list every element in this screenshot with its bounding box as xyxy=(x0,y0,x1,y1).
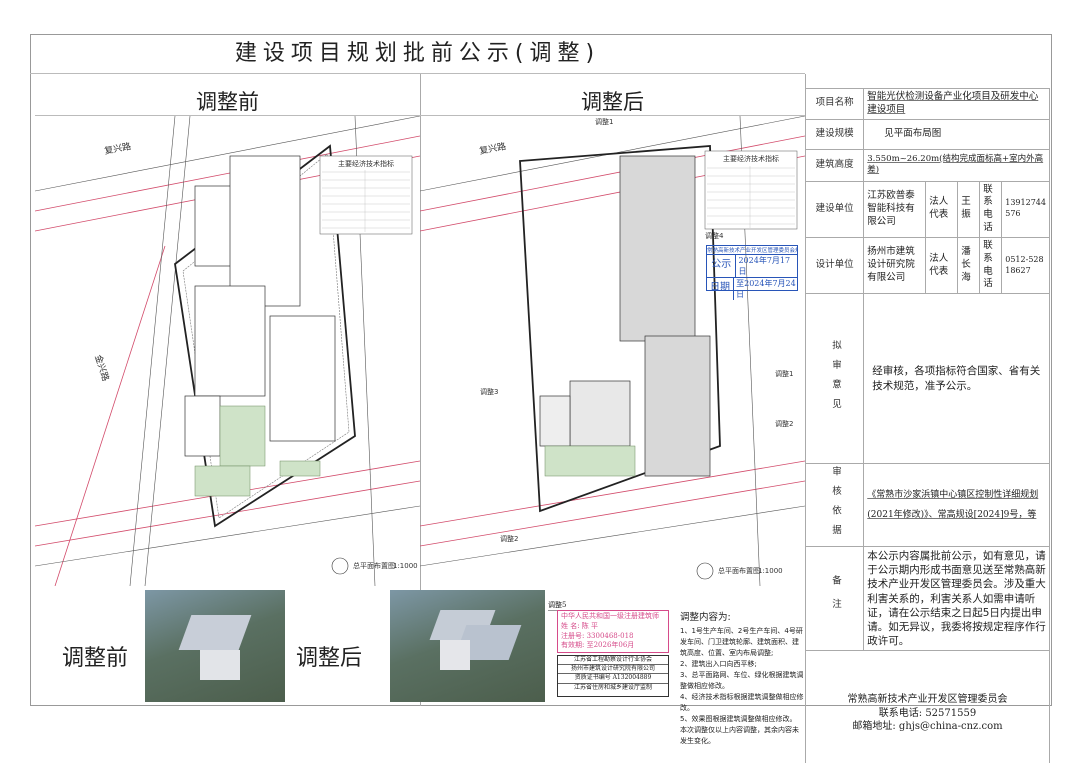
panel-before-heading: 调整前 xyxy=(35,88,420,116)
svg-text:1:1000: 1:1000 xyxy=(393,562,418,570)
architect-stamp-valid: 有效期: 至2026年06月 xyxy=(561,641,635,650)
footer-phone: 联系电话: 52571559 xyxy=(878,707,977,719)
building xyxy=(229,155,301,307)
building xyxy=(194,285,266,397)
svg-text:主要经济技术指标: 主要经济技术指标 xyxy=(338,159,394,168)
architect-stamp: 中华人民共和国一级注册建筑师 姓 名: 陈 平 注册号: 3300468-018… xyxy=(557,610,669,653)
svg-text:复兴路: 复兴路 xyxy=(478,140,507,157)
building xyxy=(539,395,571,447)
footer-email: 邮箱地址: ghjs@china-cnz.com xyxy=(852,721,1003,733)
panel-after-heading: 调整后 xyxy=(420,88,805,116)
project-info-table: 项目名称智能光伏检测设备产业化项目及研发中心建设项目 建设规模见平面布局图 建筑… xyxy=(804,88,1050,763)
site-plan-after: 主要经济技术指标 复兴路 调整1 调整4 调整3 调整1 调整2 调整2 总平面… xyxy=(420,116,805,586)
document-frame xyxy=(30,34,1052,706)
adjustment-notes: 调整内容为: 1、1号生产车间、2号生产车间、4号研发车间、门卫建筑轮廓、建筑面… xyxy=(680,612,804,745)
building xyxy=(644,335,711,477)
svg-text:调整3: 调整3 xyxy=(480,387,498,396)
building xyxy=(184,395,221,457)
rendering-before xyxy=(145,590,285,702)
svg-text:金兴路: 金兴路 xyxy=(92,353,112,382)
architect-stamp-title: 中华人民共和国一级注册建筑师 xyxy=(561,612,659,620)
north-arrow-icon xyxy=(331,557,349,575)
svg-text:总平面布置图: 总平面布置图 xyxy=(718,566,760,575)
north-arrow-icon xyxy=(696,562,714,580)
design-qualification-seal: 江苏省工程勘察设计行业协会扬州市建筑设计研究院有限公司资质证书编号 A13200… xyxy=(557,655,669,697)
building xyxy=(569,380,631,447)
architect-stamp-name: 姓 名: 陈 平 xyxy=(561,621,599,630)
svg-text:调整1: 调整1 xyxy=(595,117,613,126)
architect-stamp-reg: 注册号: 3300468-018 xyxy=(561,631,634,640)
svg-text:调整1: 调整1 xyxy=(775,369,793,378)
rendering-after xyxy=(390,590,545,702)
svg-text:总平面布置图: 总平面布置图 xyxy=(353,561,395,570)
svg-text:1:1000: 1:1000 xyxy=(758,567,783,575)
svg-text:调整2: 调整2 xyxy=(500,534,518,543)
rendering-after-label: 调整后 xyxy=(296,646,363,671)
svg-text:复兴路: 复兴路 xyxy=(103,140,132,157)
svg-text:调整2: 调整2 xyxy=(775,419,793,428)
rendering-before-label: 调整前 xyxy=(62,646,129,671)
building xyxy=(269,315,336,442)
svg-text:调整4: 调整4 xyxy=(705,231,724,240)
site-boundary xyxy=(519,145,721,513)
svg-text:主要经济技术指标: 主要经济技术指标 xyxy=(723,154,779,163)
footer-org: 常熟高新技术产业开发区管理委员会 xyxy=(847,694,1008,706)
divider xyxy=(420,74,421,706)
site-plan-before: 主要经济技术指标 复兴路 金兴路 总平面布置图 1:1000 xyxy=(35,116,420,586)
building xyxy=(619,155,696,342)
page-title: 建设项目规划批前公示(调整) xyxy=(30,34,805,74)
tech-index-table xyxy=(319,155,413,235)
